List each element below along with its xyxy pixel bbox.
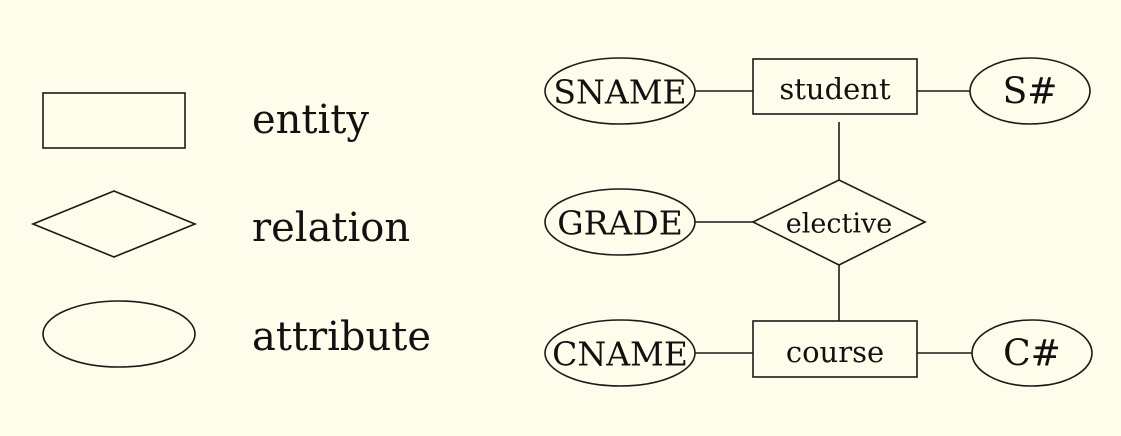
legend-entity-rectangle <box>42 92 186 149</box>
relation-elective-diamond <box>751 179 927 266</box>
legend-attribute-ellipse <box>42 300 196 368</box>
legend-relation-diamond <box>30 190 198 258</box>
relation-elective-label: elective <box>786 209 892 240</box>
attribute-grade-ellipse <box>544 188 696 256</box>
attribute-cname: CNAME <box>544 319 696 387</box>
relation-elective: elective <box>751 179 927 266</box>
entity-student: student <box>752 58 918 115</box>
attribute-s-number-label: S# <box>1003 72 1058 113</box>
legend-attribute-label: attribute <box>252 314 431 360</box>
entity-course: course <box>752 320 918 378</box>
attribute-cname-ellipse <box>544 319 696 387</box>
entity-course-rectangle <box>752 320 918 378</box>
entity-student-label: student <box>779 72 891 106</box>
attribute-grade: GRADE <box>544 188 696 256</box>
legend: entity relation attribute <box>30 92 431 368</box>
attribute-sname-label: SNAME <box>553 73 686 112</box>
attribute-c-number-label: C# <box>1003 334 1061 375</box>
attribute-c-number-ellipse <box>971 319 1093 387</box>
attribute-cname-label: CNAME <box>552 335 688 374</box>
attribute-sname: SNAME <box>544 57 696 125</box>
entity-student-rectangle <box>752 58 918 115</box>
attribute-grade-label: GRADE <box>557 204 683 243</box>
attribute-s-number-ellipse <box>969 57 1091 125</box>
attribute-s-number: S# <box>969 57 1091 125</box>
legend-relation-label: relation <box>252 205 410 251</box>
connectors <box>695 90 972 354</box>
attribute-sname-ellipse <box>544 57 696 125</box>
attribute-c-number: C# <box>971 319 1093 387</box>
legend-entity-label: entity <box>252 97 369 143</box>
entity-course-label: course <box>786 335 884 369</box>
